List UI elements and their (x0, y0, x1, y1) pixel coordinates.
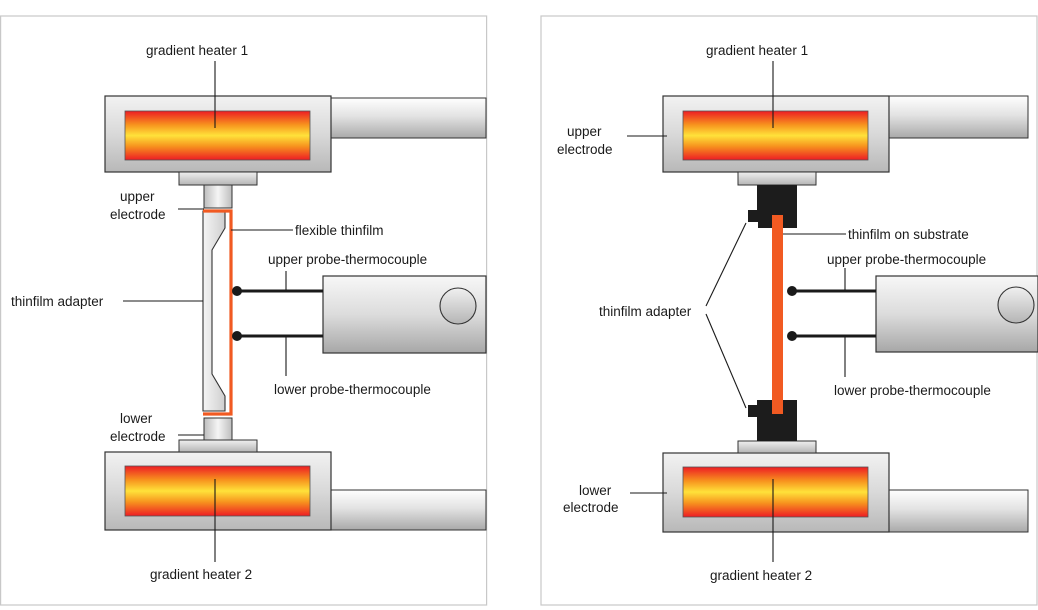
label-thinfilm-on-substrate: thinfilm on substrate (848, 227, 969, 242)
label-upper-electrode-line2: electrode (557, 142, 613, 157)
thinfilm-on-substrate-strip (772, 215, 783, 414)
flexible-thinfilm-strip (203, 209, 233, 416)
gradient-heater-2-core (682, 466, 869, 518)
right-panel: gradient heater 1 upper electrode thinfi… (540, 15, 1038, 606)
probe-housing-knob (997, 286, 1035, 324)
label-lower-probe-thermocouple: lower probe-thermocouple (834, 383, 991, 398)
label-lower-probe-thermocouple: lower probe-thermocouple (274, 382, 431, 397)
upper-electrode-cap (178, 171, 258, 186)
gradient-heater-1-core (682, 110, 869, 161)
label-flexible-thinfilm: flexible thinfilm (295, 223, 384, 238)
label-upper-electrode-line1: upper (567, 124, 602, 139)
label-gradient-heater-2: gradient heater 2 (150, 567, 252, 582)
label-upper-probe-thermocouple: upper probe-thermocouple (827, 252, 986, 267)
label-thinfilm-adapter: thinfilm adapter (11, 294, 104, 309)
label-upper-electrode-line2: electrode (110, 207, 166, 222)
lower-electrode-stem (203, 417, 233, 441)
upper-electrode-cap (737, 171, 817, 186)
label-lower-electrode-line2: electrode (110, 429, 166, 444)
left-panel-frame (0, 15, 488, 606)
gradient-heater-1-core (124, 110, 311, 161)
upper-electrode-stem (203, 184, 233, 209)
lower-heater-rod (329, 489, 487, 531)
gradient-heater-2-core (124, 465, 311, 517)
upper-heater-rod (885, 95, 1029, 139)
lower-electrode-cap (737, 440, 817, 454)
label-upper-electrode-line1: upper (120, 189, 155, 204)
label-gradient-heater-2: gradient heater 2 (710, 568, 812, 583)
label-upper-probe-thermocouple: upper probe-thermocouple (268, 252, 427, 267)
label-lower-electrode-line1: lower (120, 411, 153, 426)
upper-thinfilm-adapter-block (748, 185, 797, 228)
lower-thermocouple-tip (232, 331, 242, 341)
lower-heater-rod (888, 489, 1029, 533)
upper-thermocouple-tip (232, 286, 242, 296)
label-gradient-heater-1: gradient heater 1 (146, 43, 248, 58)
left-panel: gradient heater 1 upper electrode flexib… (0, 15, 488, 606)
probe-housing-knob (439, 287, 477, 325)
upper-thermocouple-tip (787, 286, 797, 296)
lower-electrode-cap (178, 439, 258, 453)
lower-thermocouple-tip (787, 331, 797, 341)
lower-thinfilm-adapter-block (748, 400, 797, 441)
thinfilm-adapter-shape (202, 210, 226, 412)
label-lower-electrode-line1: lower (579, 483, 612, 498)
leader-adapter-lower (705, 313, 747, 409)
upper-heater-rod (327, 97, 487, 139)
label-lower-electrode-line2: electrode (563, 500, 619, 515)
label-thinfilm-adapter: thinfilm adapter (599, 304, 692, 319)
label-gradient-heater-1: gradient heater 1 (706, 43, 808, 58)
leader-adapter-upper (705, 222, 747, 307)
